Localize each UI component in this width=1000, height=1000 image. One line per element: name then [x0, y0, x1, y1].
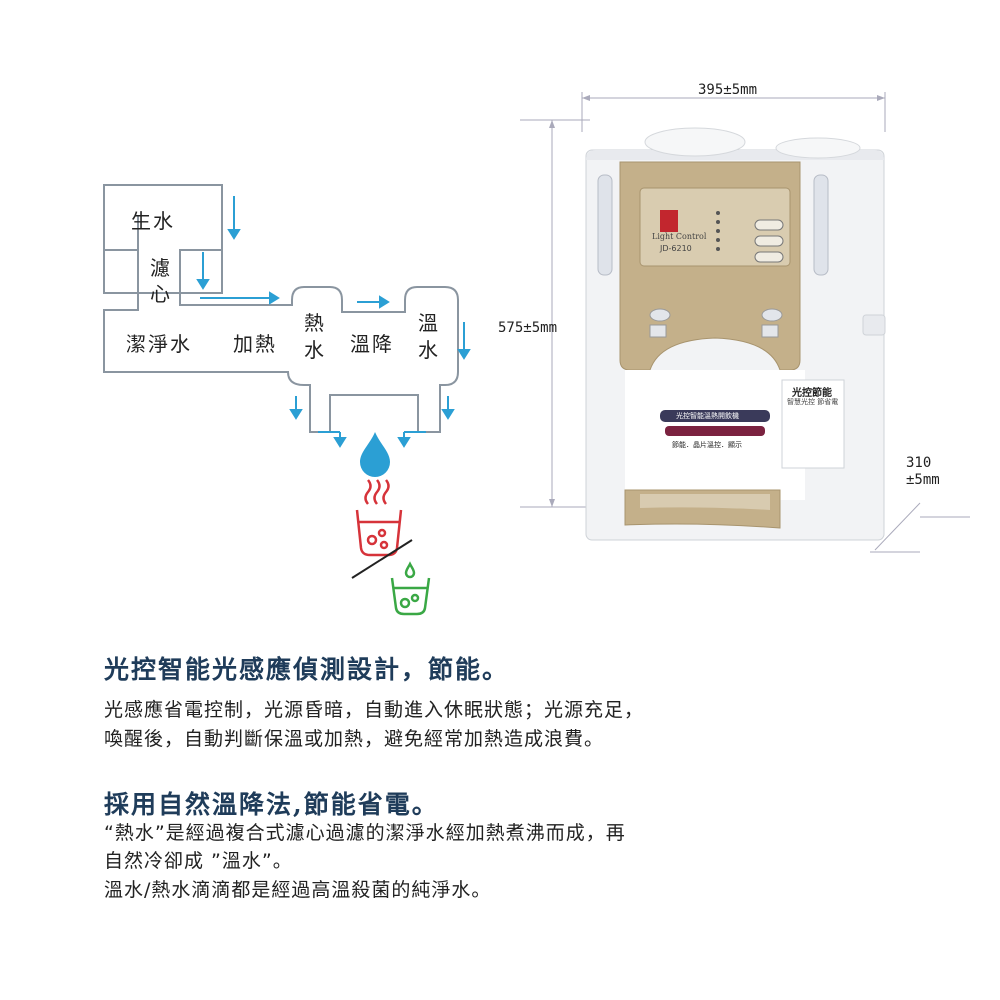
label-hot-2: 水	[304, 338, 326, 362]
water-drop-icon	[360, 432, 390, 477]
section2-line1: “熱水”是經過複合式濾心過濾的潔淨水經加熱煮沸而成，再	[104, 822, 626, 844]
panel-button-2[interactable]	[754, 235, 784, 247]
panel-subtitle: 智慧光控 節省電	[787, 398, 839, 406]
left-lid	[644, 127, 746, 157]
panel-button-3[interactable]	[754, 251, 784, 263]
section1-line1: 光感應省電控制，光源昏暗，自動進入休眠狀態；光源充足，	[104, 699, 645, 721]
product-brand: Light Control	[652, 232, 707, 241]
section1-line2: 喚醒後，自動判斷保溫或加熱，避免經常加熱造成浪費。	[104, 728, 605, 750]
label-filter-1: 濾	[150, 256, 172, 280]
product-model: JD-6210	[660, 244, 692, 253]
panel-title: 光控節能	[792, 388, 832, 399]
width-dimension: 395±5mm	[698, 82, 758, 98]
depth-dimension-tolerance: ±5mm	[906, 472, 940, 488]
water-dispenser-illustration	[520, 92, 970, 553]
right-lid	[775, 137, 861, 159]
section2-heading: 採用自然溫降法,節能省電。	[104, 790, 439, 819]
label-cooling: 溫降	[350, 332, 394, 356]
section2-line2: 自然冷卻成 ”溫水”。	[104, 850, 293, 872]
label-raw-water: 生水	[131, 209, 175, 233]
product-slogan: 節能．晶片溫控．顯示	[672, 441, 742, 449]
label-hot-1: 熱	[304, 311, 326, 335]
label-filter-2: 心	[150, 282, 172, 306]
water-flow-diagram	[103, 184, 471, 616]
hot-water-tap[interactable]	[649, 324, 667, 338]
product-banner-text: 光控智能溫熱開飲機	[676, 412, 739, 420]
divider-slash	[351, 539, 413, 579]
label-clean-water: 潔淨水	[126, 332, 192, 356]
height-dimension: 575±5mm	[498, 320, 558, 336]
right-water-gauge	[813, 174, 829, 276]
product-banner	[660, 410, 770, 422]
info-card	[781, 379, 845, 469]
left-water-gauge	[597, 174, 613, 276]
hot-cup-icon	[355, 479, 403, 557]
depth-dimension-value: 310	[906, 455, 932, 471]
label-warm-2: 水	[418, 338, 440, 362]
flow-arrows	[196, 196, 471, 448]
label-warm-1: 溫	[418, 311, 440, 335]
panel-button-1[interactable]	[754, 219, 784, 231]
warm-water-tap[interactable]	[761, 324, 779, 338]
control-panel	[639, 187, 791, 267]
section2-line3: 溫水/熱水滴滴都是經過高溫殺菌的純淨水。	[104, 879, 492, 901]
digital-display	[660, 210, 678, 232]
pipe-path-main	[103, 184, 459, 433]
label-heating: 加熱	[233, 332, 277, 356]
warm-cup-icon	[390, 561, 431, 616]
section1-heading: 光控智能光感應偵測設計，節能。	[104, 655, 510, 684]
